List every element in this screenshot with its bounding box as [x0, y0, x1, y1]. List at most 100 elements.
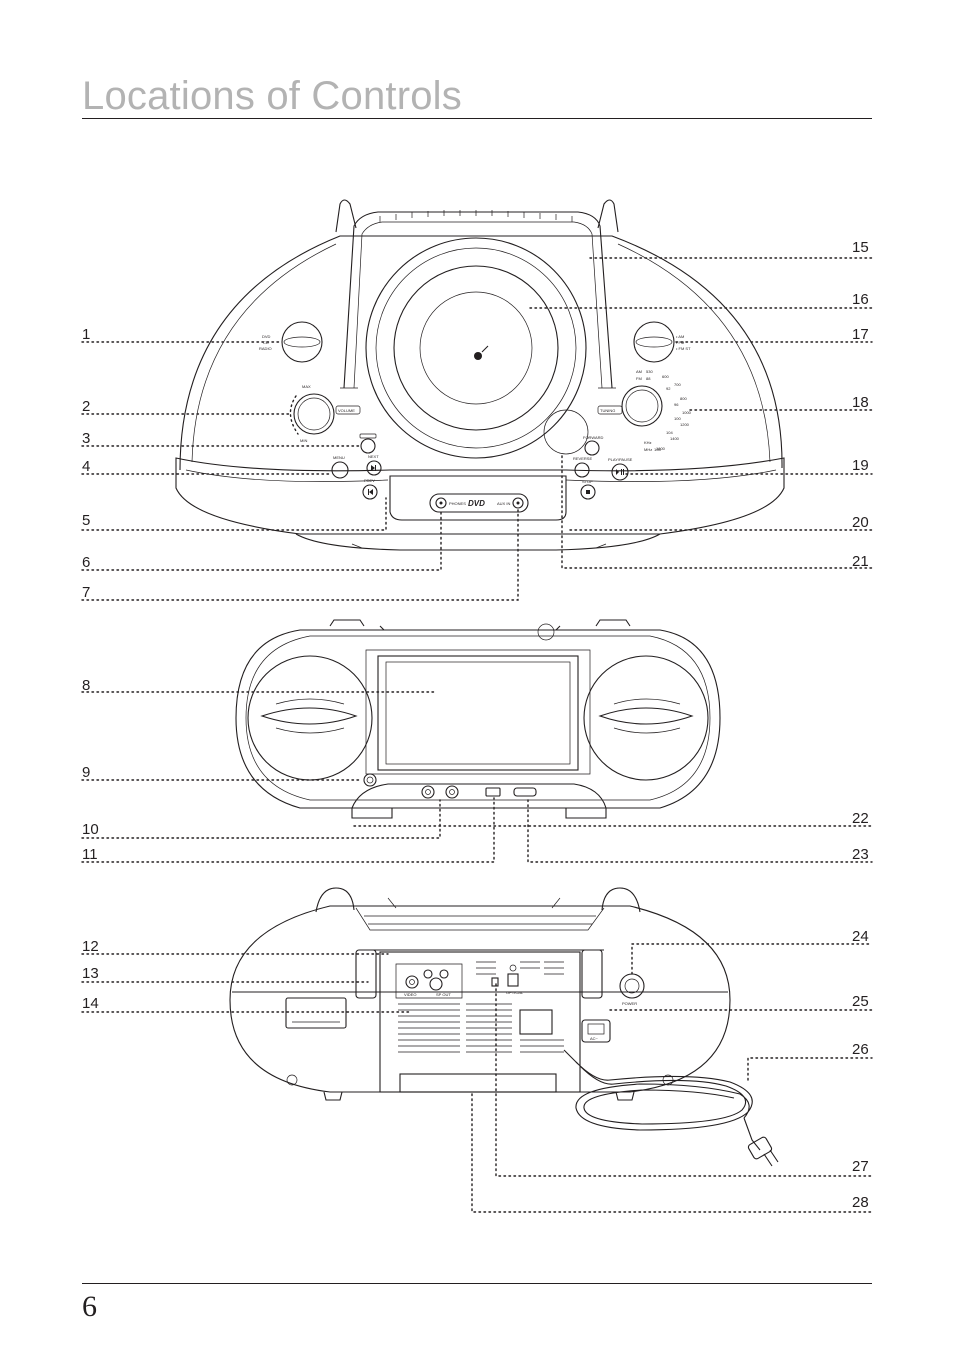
remote-sensor: [363, 773, 377, 787]
tuning-knob[interactable]: [621, 385, 663, 427]
dial-am-800: 800: [680, 396, 687, 401]
switch[interactable]: [491, 977, 499, 987]
callout-24: 24: [852, 928, 869, 945]
stop-button[interactable]: [580, 484, 596, 500]
label-stop: STOP: [582, 479, 593, 484]
forward-button[interactable]: [584, 440, 600, 456]
brand-logo: [474, 345, 489, 360]
bottom-compartment: [399, 1073, 557, 1093]
dial-fm-108: 108: [654, 447, 661, 452]
body-outline: [235, 629, 721, 809]
menu-button[interactable]: [331, 461, 349, 479]
card-slot[interactable]: [513, 787, 537, 797]
callout-20: 20: [852, 514, 869, 531]
label-ac: AC~: [590, 1036, 599, 1041]
ac-input-socket[interactable]: [581, 1019, 611, 1043]
sp-out-jacks[interactable]: [423, 969, 449, 991]
callout-10: 10: [82, 821, 99, 838]
label-dvd: DVD: [262, 334, 271, 339]
callout-13: 13: [82, 965, 99, 982]
lid-center: [419, 291, 533, 405]
callout-5: 5: [82, 512, 90, 529]
leader-lines: [81, 257, 873, 1213]
label-prev: PREV: [364, 478, 375, 483]
callout-16: 16: [852, 291, 869, 308]
usb-port[interactable]: [485, 787, 501, 797]
callout-28: 28: [852, 1194, 869, 1211]
play-pause-button[interactable]: [611, 463, 629, 481]
callout-23: 23: [852, 846, 869, 863]
callout-2: 2: [82, 398, 90, 415]
label-forward: FORWARD: [583, 435, 604, 440]
optical-out[interactable]: [507, 964, 519, 987]
dial-fm-label: FM: [636, 376, 642, 381]
dvd-panel: [389, 475, 567, 521]
dvd-logo: DVD: [468, 499, 485, 508]
label-reverse: REVERSE: [573, 456, 592, 461]
dial-fm-mhz: MHz: [644, 447, 652, 452]
power-button[interactable]: [619, 973, 645, 999]
antenna-right-mount: [581, 949, 603, 999]
label-vol-min: MIN: [300, 438, 307, 443]
page-title: Locations of Controls: [82, 74, 462, 118]
callout-26: 26: [852, 1041, 869, 1058]
title-rule: [82, 118, 872, 119]
body-dome: [179, 235, 783, 471]
page-number: 6: [82, 1290, 97, 1323]
callout-8: 8: [82, 677, 90, 694]
label-cd: CD: [263, 340, 269, 345]
callout-14: 14: [82, 995, 99, 1012]
label-fm: • FM: [676, 340, 684, 345]
callout-21: 21: [852, 553, 869, 570]
callout-18: 18: [852, 394, 869, 411]
dial-am-label: AM: [636, 369, 642, 374]
callout-22: 22: [852, 810, 869, 827]
band-selector-knob[interactable]: [633, 321, 675, 363]
front-view: DVD CD RADIO • AM • FM • FM ST MAX MIN V…: [175, 199, 785, 551]
reverse-button[interactable]: [574, 462, 590, 478]
left-speaker: [247, 655, 373, 781]
callout-4: 4: [82, 458, 90, 475]
dial-am-530: 530: [646, 369, 653, 374]
callout-3: 3: [82, 430, 90, 447]
phones-jack[interactable]: [435, 497, 447, 509]
label-sp-out: SP OUT: [436, 992, 451, 997]
label-phones: PHONES: [449, 501, 466, 506]
callout-11: 11: [82, 846, 98, 863]
label-next: NEXT: [368, 454, 379, 459]
av-out-jacks[interactable]: [421, 785, 459, 799]
callout-17: 17: [852, 326, 869, 343]
next-button[interactable]: [366, 460, 382, 476]
right-handle: [597, 199, 619, 233]
lcd-screen: [385, 661, 571, 765]
label-radio: RADIO: [259, 346, 272, 351]
screen-view: [235, 619, 721, 819]
volume-knob[interactable]: [293, 393, 335, 435]
lid-open-area: [543, 409, 589, 455]
label-tuning: TUNING: [600, 408, 615, 413]
footer-rule: [82, 1283, 872, 1284]
lcd-screen-frame: [377, 655, 579, 771]
label-power: POWER: [622, 1001, 637, 1006]
label-vol-max: MAX: [302, 384, 311, 389]
label-play-pause: PLAY/PAUSE: [608, 457, 633, 462]
function-selector-knob[interactable]: [281, 321, 323, 363]
lid-outer-ring: [365, 237, 587, 459]
label-am: • AM: [676, 334, 684, 339]
prev-button[interactable]: [362, 484, 378, 500]
battery-door: [285, 997, 347, 1029]
aux-in-jack[interactable]: [512, 497, 524, 509]
label-volume: VOLUME: [338, 408, 355, 413]
video-out-jack[interactable]: [405, 975, 419, 989]
right-speaker: [583, 655, 709, 781]
dial-fm-96: 96: [674, 402, 679, 407]
power-lamp: [359, 433, 377, 454]
callout-numbers: 1 2 3 4 5 6 7 8 9 10 11 12 13 14 15 16 1…: [82, 239, 869, 1211]
rear-label-plate: [519, 1009, 553, 1035]
dial-am-1600: 1600: [656, 446, 666, 451]
dial-fm-104: 104: [666, 430, 673, 435]
label-video: VIDEO: [404, 992, 416, 997]
rear-view: VIDEO SP OUT OPTICAL POWER AC~: [229, 887, 779, 1167]
callout-15: 15: [852, 239, 869, 256]
label-optical: OPTICAL: [506, 990, 524, 995]
